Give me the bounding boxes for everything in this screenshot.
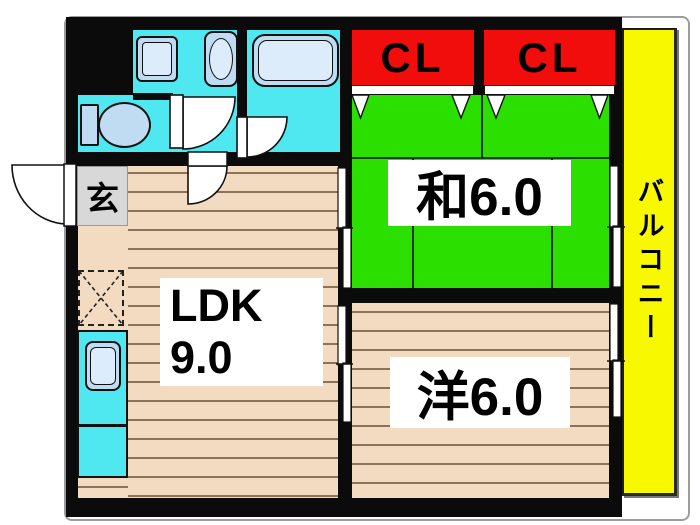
wall-bath-closet	[340, 17, 352, 166]
wall-right-upper	[615, 17, 622, 95]
washbasin-bowl	[142, 42, 172, 76]
refrigerator-space	[78, 270, 124, 326]
wall-left	[66, 17, 78, 517]
japanese-room-label: 和6.0	[416, 168, 543, 227]
wall-room-divider	[351, 288, 609, 303]
closet-1-front	[351, 85, 474, 95]
bathtub-inner	[258, 40, 333, 81]
wall-bottom	[66, 498, 622, 517]
wall-water-south-b	[227, 152, 352, 166]
wall-closet-divider	[474, 17, 484, 95]
ldk-label-line1: LDK	[170, 280, 263, 331]
western-room-label-box: 洋6.0	[390, 357, 570, 428]
entrance-label: 玄	[86, 180, 119, 217]
western-room-label: 洋6.0	[416, 367, 544, 427]
closet-2: CL	[484, 30, 615, 85]
ldk-label-line2: 9.0	[170, 332, 233, 383]
wall-washroom-bath	[237, 17, 247, 117]
ldk-floor-stripes-left	[78, 478, 128, 498]
closet-1: CL	[351, 30, 474, 85]
closet-2-front	[484, 85, 615, 95]
japanese-room-label-box: 和6.0	[388, 160, 571, 227]
closet-2-label: CL	[517, 33, 582, 81]
balcony: バルコニー	[622, 28, 677, 496]
wall-right	[609, 95, 622, 517]
wall-washroom-toilet	[133, 93, 173, 100]
wall-ldk-divider	[338, 152, 352, 498]
ldk-label-box: LDK 9.0	[160, 278, 323, 386]
toilet-bowl	[98, 102, 151, 148]
closet-1-label: CL	[380, 33, 445, 81]
balcony-label: バルコニー	[633, 176, 664, 347]
kitchen-sink-basin	[90, 347, 116, 385]
kitchen-counter-divider	[77, 424, 128, 427]
wall-block-topleft	[66, 17, 133, 95]
washing-machine-drum	[209, 38, 233, 80]
wall-water-south-a	[66, 152, 188, 166]
entrance-area: 玄	[77, 166, 128, 226]
toilet-tank	[80, 104, 99, 146]
